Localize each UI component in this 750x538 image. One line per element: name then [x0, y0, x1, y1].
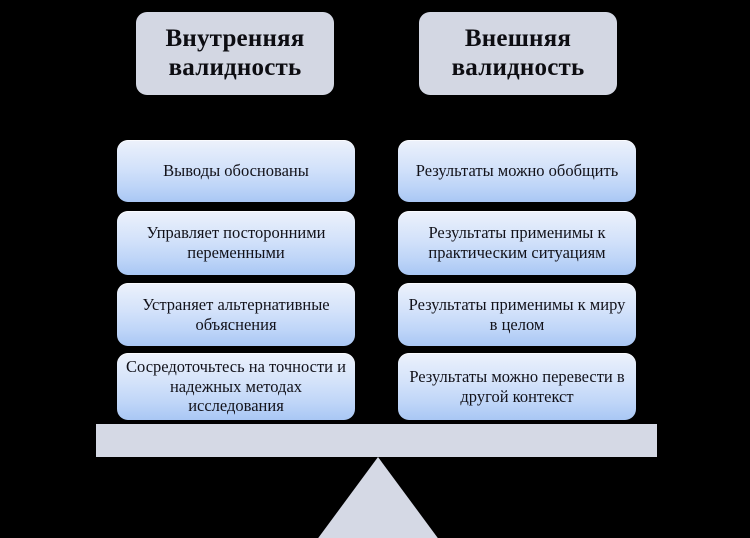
item-label: Результаты применимы к практическим ситу…: [428, 223, 606, 262]
item-label: Устраняет альтернативные объяснения: [142, 294, 330, 334]
header-internal-validity: Внутренняя валидность: [136, 12, 334, 95]
list-item: Выводы обоснованы: [117, 140, 355, 202]
header-external-validity-label: Внешняя валидность: [452, 25, 585, 82]
header-external-validity-line1: Внешняя: [464, 25, 572, 52]
item-label: Результаты применимы к миру в целом: [408, 294, 626, 334]
header-external-validity: Внешняя валидность: [419, 12, 617, 95]
item-label: Управляет посторонними переменными: [146, 223, 326, 262]
list-item: Результаты можно перевести в другой конт…: [398, 353, 636, 420]
list-item: Устраняет альтернативные объяснения: [117, 283, 355, 346]
header-external-validity-line2: валидность: [451, 53, 585, 81]
item-label: Выводы обоснованы: [163, 161, 309, 181]
header-internal-validity-line2: валидность: [168, 53, 302, 81]
list-item: Результаты можно обобщить: [398, 140, 636, 202]
balance-fulcrum-icon: [316, 457, 440, 538]
list-item: Сосредоточьтесь на точности и надежных м…: [117, 353, 355, 420]
header-internal-validity-label: Внутренняя валидность: [165, 25, 304, 82]
balance-beam-icon: [96, 424, 657, 457]
list-item: Управляет посторонними переменными: [117, 211, 355, 275]
header-internal-validity-line1: Внутренняя: [165, 25, 305, 52]
item-label: Результаты можно перевести в другой конт…: [409, 366, 625, 406]
item-label: Сосредоточьтесь на точности и надежных м…: [126, 356, 346, 416]
list-item: Результаты применимы к практическим ситу…: [398, 211, 636, 275]
list-item: Результаты применимы к миру в целом: [398, 283, 636, 346]
item-label: Результаты можно обобщить: [415, 161, 619, 181]
